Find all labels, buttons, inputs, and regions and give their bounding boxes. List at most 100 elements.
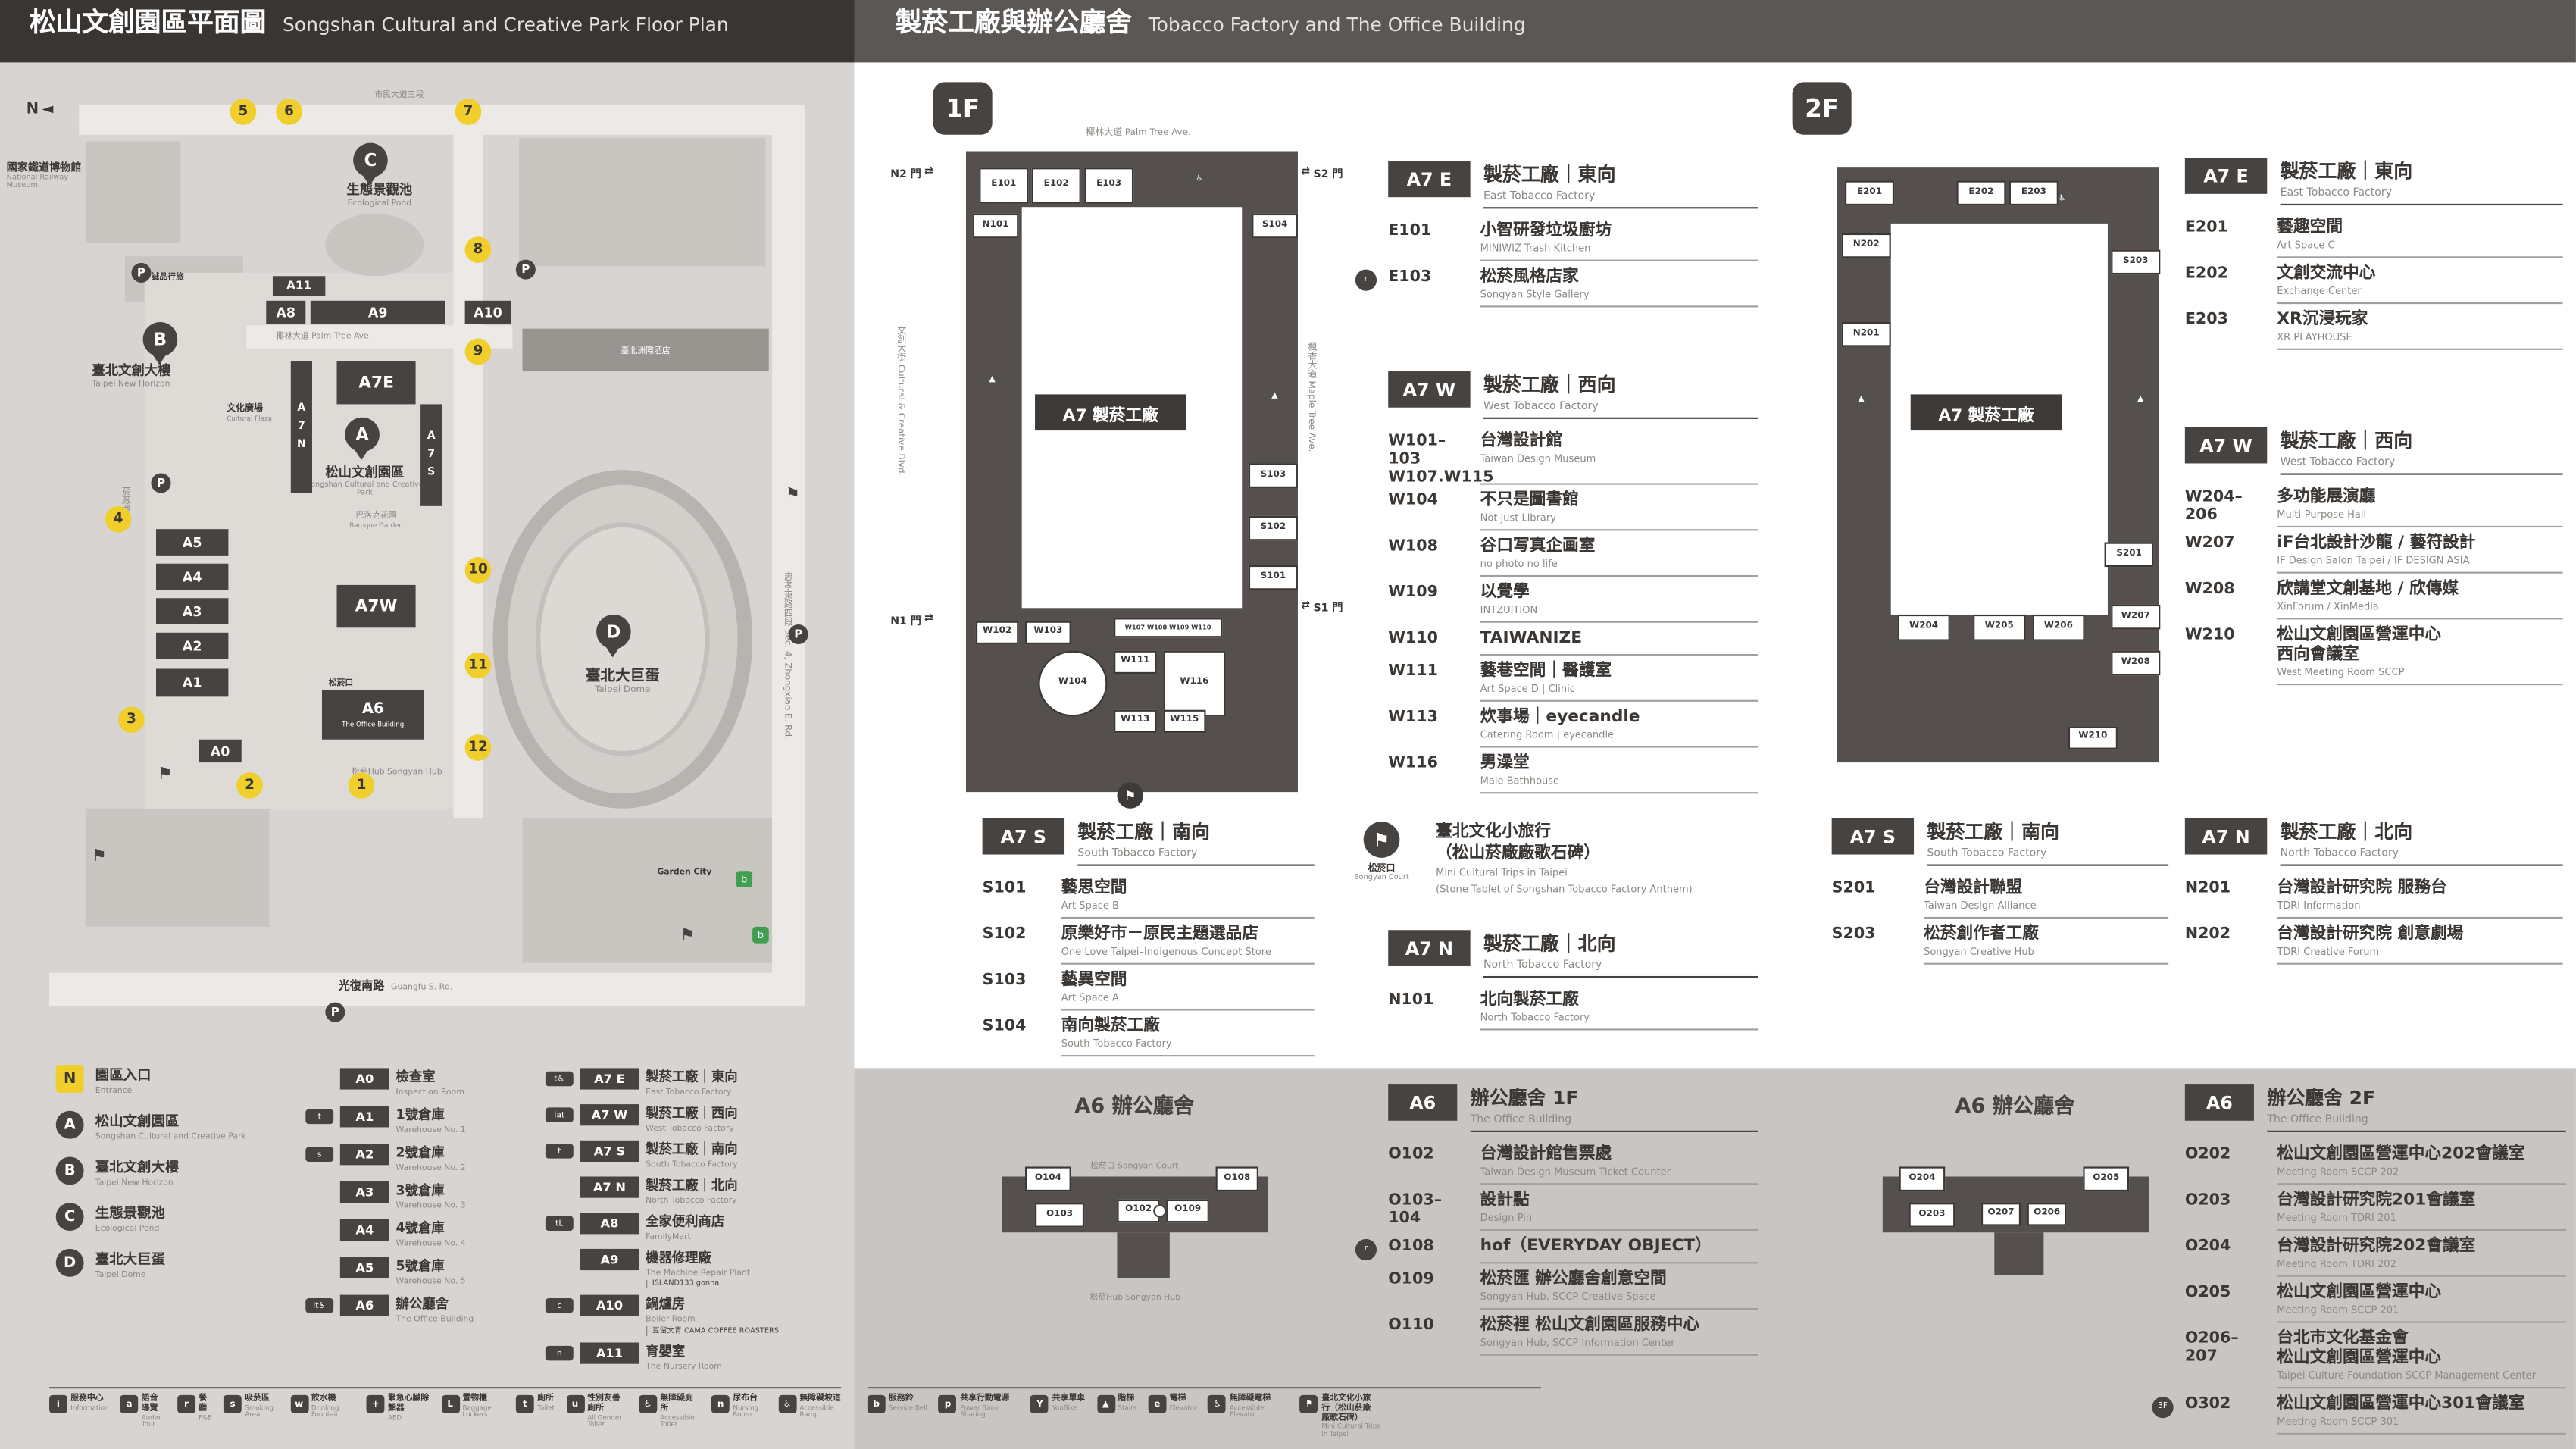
railway-museum-label: 國家鐵道博物館 National Railway Museum <box>6 161 82 191</box>
legend-place-row: N 園區入口 Entrance <box>55 1065 306 1096</box>
pin-d: D <box>596 614 631 658</box>
legend-text: 2號倉庫 Warehouse No. 2 <box>395 1145 466 1174</box>
road-right <box>772 105 805 1006</box>
gate-n1: N1 門⇄ <box>890 611 934 628</box>
amenity-icon: r <box>177 1394 195 1413</box>
room-w204: W204 <box>1897 614 1950 641</box>
legend-badge: A0 <box>339 1068 389 1090</box>
legend-row: A0 檢查室 Inspection Room <box>305 1068 536 1097</box>
room-o203: O203 <box>1909 1203 1955 1228</box>
room-row: S203 松菸創作者工廠 Songyan Creative Hub <box>1832 925 2169 968</box>
stairs-icon: ▲ <box>1858 394 1865 405</box>
street-top-label: 椰林大道 Palm Tree Ave. <box>1086 128 1191 139</box>
stairs-icon: ▲ <box>989 374 996 385</box>
entrance-8: 8 <box>464 236 492 263</box>
section-title: 辦公廳舍 1F The Office Building <box>1470 1084 1758 1132</box>
legend-text: 全家便利商店 FamilyMart <box>646 1214 725 1243</box>
amenity-item: s 吸菸區 Smoking Area <box>224 1394 278 1419</box>
a7-label-2f: A7 製菸工廠 <box>1910 394 2062 431</box>
hotel-block: 臺北洲際酒店 <box>522 328 769 372</box>
southwest-block <box>85 808 270 927</box>
legend-badge: A10 <box>580 1294 639 1316</box>
room-names: 台灣設計研究院 服務台 TDRI Information <box>2277 879 2563 919</box>
room-s203: S203 <box>2111 249 2161 275</box>
room-code: W110 <box>1388 628 1438 647</box>
room-n101: N101 <box>972 213 1019 239</box>
section-a7s-1f: A7 S 製菸工廠｜南向 South Tobacco Factory S101 … <box>982 818 1315 1063</box>
section-a7e-1f: A7 E 製菸工廠｜東向 East Tobacco Factory E101 小… <box>1355 161 1758 314</box>
legend-row: t A1 1號倉庫 Warehouse No. 1 <box>305 1106 536 1135</box>
legend-place-row: A 松山文創園區 Songshan Cultural and Creative … <box>55 1110 306 1142</box>
room-code: S104 <box>982 1017 1027 1036</box>
section-title: 製菸工廠｜南向 South Tobacco Factory <box>1077 818 1315 866</box>
room-o204: O204 <box>1899 1166 1946 1192</box>
section-badge: A7 N <box>1388 930 1471 966</box>
legend-badge: A7 W <box>580 1104 639 1126</box>
room-code: E202 <box>2184 264 2228 283</box>
room-code: S102 <box>982 925 1027 944</box>
room-code: W104 <box>1388 490 1438 509</box>
room-names: 台灣設計館售票處 Taiwan Design Museum Ticket Cou… <box>1480 1145 1758 1185</box>
legend-badge: A8 <box>580 1213 639 1235</box>
amenity-icon: t <box>515 1394 534 1413</box>
new-horizon-label: 臺北文創大樓 Taipei New Horizon <box>92 363 171 390</box>
room-row: W104 不只是圖書館 Not just Library <box>1388 491 1758 534</box>
room-names: iF台北設計沙龍 / 藝符設計 IF Design Salon Taipei /… <box>2277 534 2563 574</box>
room-names: 男澡堂 Male Bathhouse <box>1480 754 1758 793</box>
room-row: W109 以覺學 INTZUITION <box>1388 583 1758 625</box>
room-names: TAIWANIZE <box>1480 629 1758 656</box>
room-code: O109 <box>1388 1270 1434 1288</box>
road-bottom <box>49 972 805 1006</box>
room-names: 藝異空間 Art Space A <box>1061 971 1315 1011</box>
amenity-icons: iat <box>545 1107 574 1122</box>
entrance-7: 7 <box>455 99 482 125</box>
room-code: W207 <box>2184 534 2235 552</box>
parking-icon-3: P <box>788 624 808 644</box>
right-header-title-zh: 製菸工廠與辦公廳舍 <box>895 6 1132 38</box>
room-e102: E102 <box>1031 167 1081 204</box>
section-badge: A6 <box>2184 1084 2254 1121</box>
room-row: W110 TAIWANIZE <box>1388 629 1758 659</box>
gate-s2: ⇄S2 門 <box>1301 164 1343 181</box>
legend-warehouses: A0 檢查室 Inspection Room t A1 1號倉庫 Warehou… <box>305 1068 536 1325</box>
amenity-labels: 語音導覽 Audio Tour <box>141 1393 161 1429</box>
room-names: 台北市文化基金會 松山文創園區營運中心 Taipei Culture Found… <box>2277 1329 2566 1389</box>
room-code: E103 <box>1388 268 1432 286</box>
room-names: 以覺學 INTZUITION <box>1480 583 1758 623</box>
room-w104: W104 <box>1038 650 1108 717</box>
room-w103: W103 <box>1025 621 1071 644</box>
room-code: W113 <box>1388 708 1438 726</box>
street-left-label: 文創大街 Cultural & Creative Blvd. <box>895 325 905 477</box>
legend-place-badge: N <box>55 1065 84 1093</box>
amenity-icons: it♿ <box>305 1297 334 1313</box>
room-code: W204–206 <box>2184 487 2243 524</box>
songyan-court-label: 松菸口 <box>328 678 354 689</box>
gate-arrow-icon: ⇄ <box>1301 598 1311 612</box>
amenity-item: b 服務鈴 Service Bell <box>867 1394 927 1413</box>
legend-place-row: D 臺北大巨蛋 Taipei Dome <box>55 1248 306 1280</box>
room-row: O109 松菸匯 辦公廳舍創意空間 Songyan Hub, SCCP Crea… <box>1388 1270 1758 1313</box>
legend-row: A3 3號倉庫 Warehouse No. 3 <box>305 1181 536 1211</box>
section-badge: A7 E <box>2184 158 2268 194</box>
amenity-icons: c <box>545 1297 574 1313</box>
map-building-a6-label: A6 <box>361 701 384 718</box>
park-map: 臺北洲際酒店 N ◄ 國家鐵道博物館 National Railway Muse… <box>0 62 855 1051</box>
legend-badge: A6 <box>339 1294 389 1316</box>
room-w113: W113 <box>1114 709 1157 734</box>
amenity-item: t 廁所 Toilet <box>515 1394 555 1413</box>
room-names: 台灣設計聯盟 Taiwan Design Alliance <box>1924 879 2169 919</box>
plan-1f: 椰林大道 Palm Tree Ave. 文創大街 Cultural & Crea… <box>890 128 1343 818</box>
legend-place-badge: A <box>55 1110 84 1139</box>
legend-badge: A7 S <box>580 1140 639 1162</box>
section-a7w-1f: A7 W 製菸工廠｜西向 West Tobacco Factory W101–1… <box>1388 371 1758 800</box>
accessible-icon: ♿ <box>2058 193 2066 204</box>
railway-museum-block <box>85 141 181 243</box>
section-title: 製菸工廠｜北向 North Tobacco Factory <box>2280 818 2563 866</box>
room-code: S103 <box>982 971 1027 990</box>
room-names: 松菸匯 辦公廳舍創意空間 Songyan Hub, SCCP Creative … <box>1480 1270 1758 1310</box>
compass-arrow-icon: ◄ <box>42 102 54 119</box>
amenity-item: ♿ 無障礙廁所 Accessible Toilet <box>639 1394 700 1429</box>
pin-c: C <box>353 142 388 186</box>
legend-badge: A11 <box>580 1342 639 1364</box>
amenity-icon: + <box>366 1394 385 1413</box>
